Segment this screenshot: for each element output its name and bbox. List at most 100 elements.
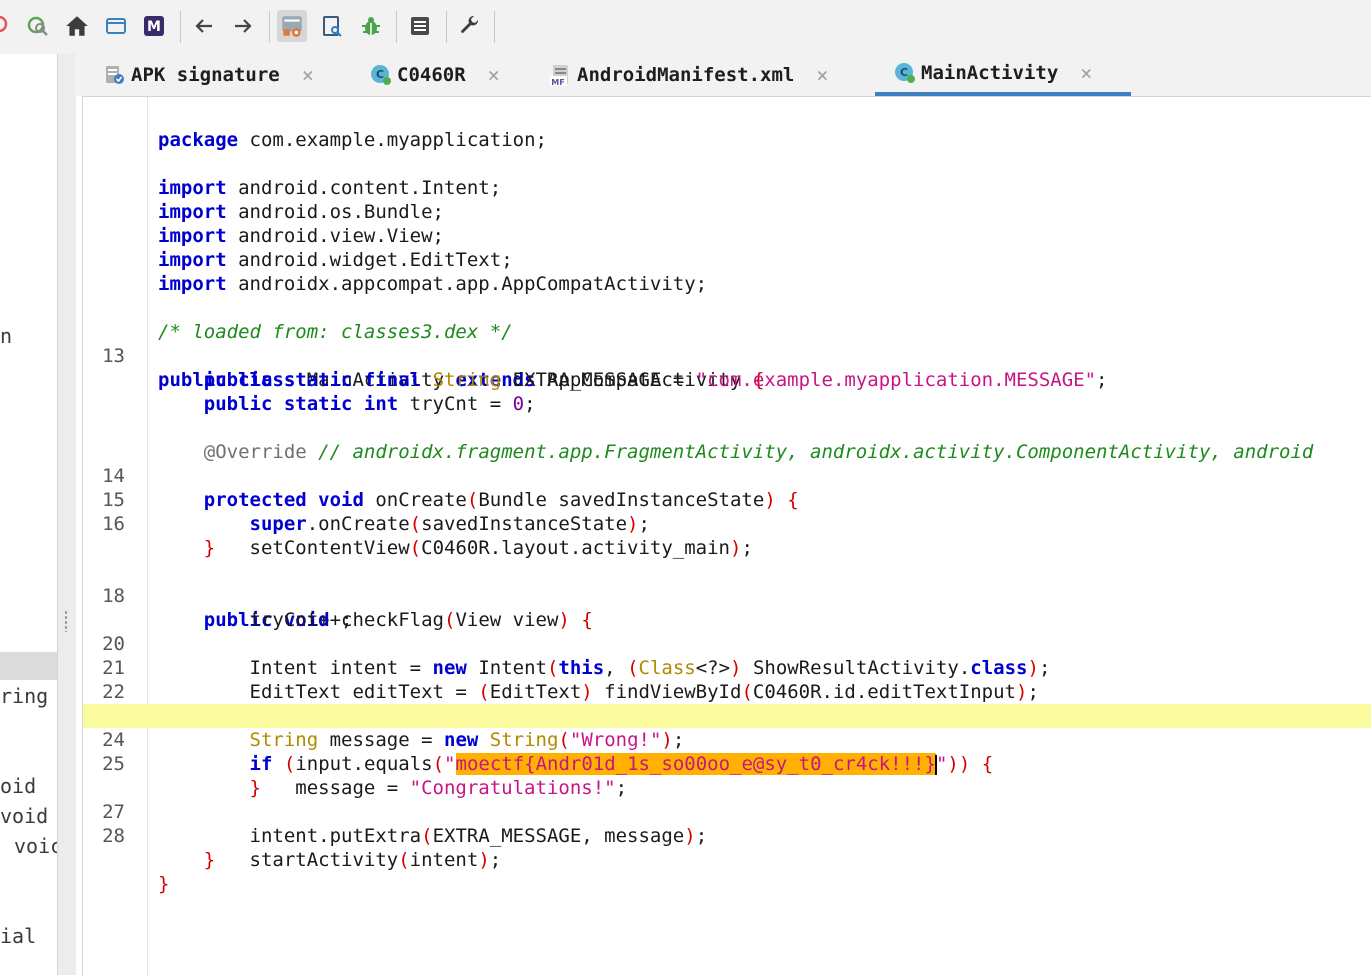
super-class-name: AppCompatActivity	[547, 369, 742, 391]
selected-flag-string[interactable]: moectf{Andr01d_1s_so00oo_e@sy_t0_cr4ck!!…	[455, 753, 936, 775]
code-line: }	[158, 873, 170, 895]
decompile-settings-icon[interactable]	[277, 10, 307, 42]
text-caret	[934, 754, 937, 775]
line-number-gutter	[83, 97, 148, 976]
tree-item[interactable]: voic	[14, 834, 57, 858]
log-icon[interactable]	[405, 10, 435, 42]
tree-item[interactable]: void	[0, 804, 49, 828]
window-icon[interactable]	[101, 10, 131, 42]
code-line: 15 super.onCreate(savedInstanceState);	[83, 464, 1371, 535]
tree-selection-highlight	[0, 652, 57, 680]
string-literal: "Congratulations!"	[409, 777, 616, 799]
back-arrow-icon[interactable]	[189, 10, 219, 42]
splitter-grip-icon[interactable]	[64, 610, 68, 632]
close-icon[interactable]: ×	[487, 63, 500, 87]
code-line: import android.content.Intent;	[158, 177, 502, 199]
code-line: 13 public class MainActivity extends App…	[83, 320, 1371, 391]
code-line-highlighted: 24 if (input.equals("moectf{Andr01d_1s_s…	[83, 704, 1371, 775]
code-line: import android.os.Bundle;	[158, 201, 444, 223]
code-line: 25 message = "Congratulations!";	[83, 728, 1371, 799]
tab-label: AndroidManifest.xml	[577, 64, 795, 86]
line-number: 16	[102, 513, 125, 535]
svg-text:M: M	[147, 19, 161, 35]
code-line: 23 String message = new String("Wrong!")…	[83, 680, 1371, 751]
code-line: 16 setContentView(C0460R.layout.activity…	[83, 488, 1371, 559]
editor-tab-bar: APK signature × C C0460R × MF AndroidMan…	[75, 54, 1371, 96]
tree-item[interactable]: oid	[0, 774, 37, 798]
bug-icon[interactable]	[356, 10, 386, 42]
manifest-icon: MF	[549, 63, 573, 87]
import-path: android.view.View;	[238, 225, 444, 247]
tab-apk-signature[interactable]: APK signature ×	[103, 54, 314, 96]
import-path: android.os.Bundle;	[238, 201, 444, 223]
m-icon[interactable]: M	[139, 10, 169, 42]
line-number: 18	[102, 585, 125, 607]
tab-android-manifest[interactable]: MF AndroidManifest.xml ×	[549, 54, 828, 96]
close-icon[interactable]: ×	[816, 63, 829, 87]
apk-signature-icon	[103, 63, 127, 87]
code-line: import androidx.appcompat.app.AppCompatA…	[158, 273, 708, 295]
project-tree-panel: n ring oid void voic ial	[0, 54, 57, 975]
code-line: 22 String input = editText.getText().toS…	[83, 656, 1371, 727]
class-icon: C	[893, 61, 917, 85]
class-icon: C	[369, 63, 393, 87]
code-comment: // androidx.fragment.app.FragmentActivit…	[318, 441, 1314, 463]
code-line: 21 EditText editText = (EditText) findVi…	[83, 632, 1371, 703]
bookmark-search-icon[interactable]	[317, 10, 347, 42]
tab-label: MainActivity	[921, 62, 1059, 84]
tab-label: C0460R	[397, 64, 466, 86]
svg-text:C: C	[376, 68, 384, 81]
line-number: 20	[102, 633, 125, 655]
code-line: }	[249, 777, 261, 799]
line-number: 22	[102, 681, 125, 703]
code-line: package com.example.myapplication;	[83, 104, 1371, 151]
code-line: 18 public void checkFlag(View view) {	[83, 560, 1371, 631]
code-line: 28 startActivity(intent);	[83, 800, 1371, 871]
svg-text:C: C	[900, 66, 908, 79]
line-number: 24	[102, 729, 125, 751]
line-number: 13	[102, 345, 125, 367]
code-line: }	[203, 849, 216, 871]
tab-label: APK signature	[131, 64, 280, 86]
import-path: androidx.appcompat.app.AppCompatActivity…	[238, 273, 708, 295]
panel-splitter[interactable]	[57, 54, 76, 975]
import-path: android.content.Intent;	[238, 177, 502, 199]
tab-main-activity[interactable]: C MainActivity ×	[875, 54, 1131, 96]
code-line: public static final String EXTRA_MESSAGE…	[203, 369, 1108, 391]
close-icon[interactable]: ×	[1080, 61, 1093, 85]
code-line: import android.view.View;	[158, 225, 444, 247]
line-number: 28	[102, 825, 125, 847]
tree-item[interactable]: ial	[0, 924, 37, 948]
code-line: import android.widget.EditText;	[158, 249, 513, 271]
wrench-icon[interactable]	[455, 10, 485, 42]
tree-item[interactable]: ring	[0, 684, 49, 708]
import-path: android.widget.EditText;	[238, 249, 513, 271]
line-number: 25	[102, 753, 125, 775]
forward-arrow-icon[interactable]	[228, 10, 258, 42]
code-line: 20 Intent intent = new Intent(this, (Cla…	[83, 608, 1371, 679]
code-line: 27 intent.putExtra(EXTRA_MESSAGE, messag…	[83, 776, 1371, 847]
search-icon[interactable]	[0, 10, 16, 42]
toolbar: M	[0, 0, 1371, 54]
svg-text:MF: MF	[551, 78, 564, 87]
keyword: package	[158, 129, 239, 151]
code-line: }	[203, 537, 216, 559]
code-line: @Override // androidx.fragment.app.Fragm…	[203, 441, 1314, 463]
line-number: 14	[102, 465, 125, 487]
code-comment: /* loaded from: classes3.dex */	[158, 321, 513, 343]
line-number: 21	[102, 657, 125, 679]
line-number: 15	[102, 489, 125, 511]
string-literal: "com.example.myapplication.MESSAGE"	[695, 369, 1097, 391]
code-editor[interactable]: package com.example.myapplication; impor…	[82, 96, 1371, 976]
code-line: 14 protected void onCreate(Bundle savedI…	[83, 440, 1371, 511]
close-icon[interactable]: ×	[301, 63, 314, 87]
package-name: com.example.myapplication;	[249, 129, 547, 151]
code-line: /* loaded from: classes3.dex */	[83, 296, 1371, 343]
tab-c0460r[interactable]: C C0460R ×	[369, 54, 500, 96]
tree-item[interactable]: n	[0, 324, 13, 348]
class-name: MainActivity	[306, 369, 445, 391]
search-usage-icon[interactable]	[23, 10, 53, 42]
line-number: 27	[102, 801, 125, 823]
home-icon[interactable]	[62, 10, 92, 42]
code-line: public static int tryCnt = 0;	[203, 393, 536, 415]
